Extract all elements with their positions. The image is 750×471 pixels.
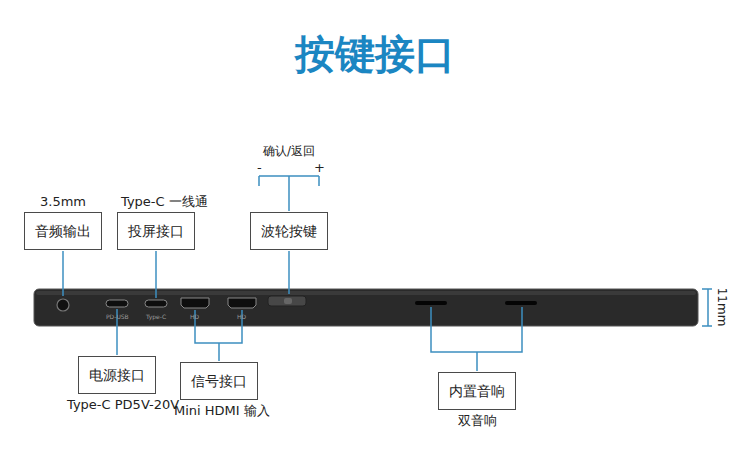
scroll-wheel xyxy=(268,296,306,306)
box-heading: Type-C PD5V-20V xyxy=(67,396,167,413)
bracket-label: 确认/返回 xyxy=(263,144,315,158)
leader-line xyxy=(288,251,290,294)
hdmi-port xyxy=(181,298,209,308)
dimension-label: 11mm xyxy=(715,288,729,327)
bracket xyxy=(195,310,242,361)
box-text: 信号接口 xyxy=(191,373,247,389)
box-heading: 3.5mm xyxy=(28,193,98,210)
usb-c-port xyxy=(106,300,128,307)
audio-jack xyxy=(57,299,69,311)
device-body xyxy=(34,289,698,326)
box-heading: Type-C 一线通 xyxy=(121,193,191,210)
label-box: 内置音响双音响 xyxy=(438,372,516,410)
diagram-title: 按键接口 xyxy=(0,30,750,78)
label-box: Type-C 一线通投屏接口 xyxy=(117,212,195,250)
speaker-slot xyxy=(505,301,537,305)
box-text: 电源接口 xyxy=(89,367,145,383)
label-box: 电源接口Type-C PD5V-20V xyxy=(78,356,156,394)
label-box: 波轮按键 xyxy=(250,212,328,250)
usb-c-port xyxy=(145,300,167,307)
port-label: HD xyxy=(190,313,199,320)
leader-line xyxy=(155,251,157,298)
device-edge xyxy=(36,291,696,295)
label-box: 信号接口Mini HDMI 输入 xyxy=(180,362,258,400)
port-label: HD xyxy=(237,313,246,320)
box-heading: Mini HDMI 输入 xyxy=(174,402,264,419)
bracket xyxy=(431,307,522,371)
bracket-label: + xyxy=(314,160,325,176)
box-text: 波轮按键 xyxy=(261,223,317,239)
port-label: PD-USB xyxy=(106,313,129,320)
leader-line xyxy=(62,251,64,296)
leader-lines xyxy=(63,176,712,371)
speaker-slot xyxy=(415,301,447,305)
port-label: Type-C xyxy=(146,313,166,320)
box-text: 音频输出 xyxy=(35,223,91,239)
label-box: 3.5mm音频输出 xyxy=(24,212,102,250)
dimension-line xyxy=(702,289,712,326)
bracket-label: - xyxy=(257,160,262,176)
hdmi-port xyxy=(228,298,256,308)
scroll-wheel-knob xyxy=(284,298,292,304)
box-heading: 双音响 xyxy=(442,412,512,429)
box-text: 内置音响 xyxy=(449,383,505,399)
bracket xyxy=(259,176,319,211)
box-text: 投屏接口 xyxy=(128,223,184,239)
